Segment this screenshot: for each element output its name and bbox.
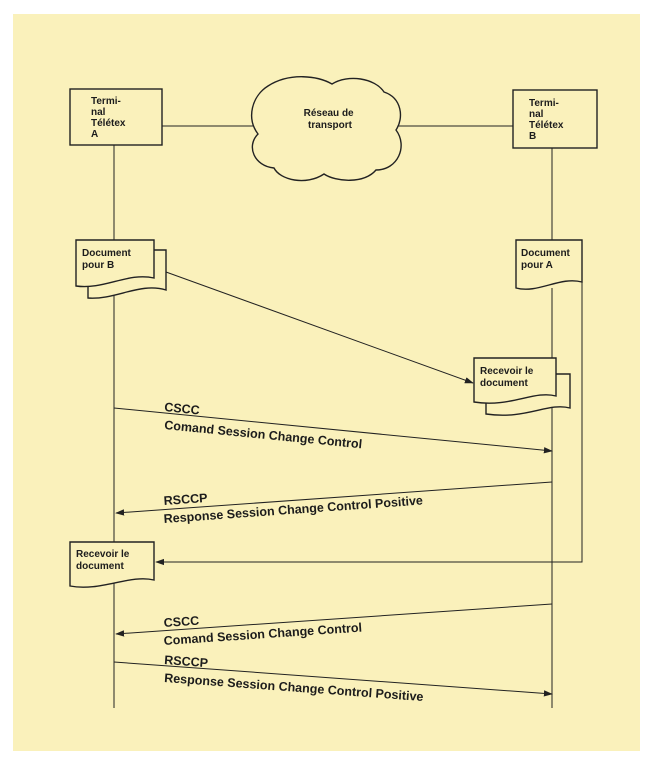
terminal-b-label: Termi- nal Télétex B: [529, 98, 566, 142]
message-4-code: RSCCP: [164, 653, 209, 670]
doc-return-line: [155, 276, 583, 566]
doc-for-a-label: Document pour A: [521, 248, 573, 271]
message-2-code: RSCCP: [163, 491, 208, 508]
receive-doc-b-label: Recevoir le document: [480, 366, 536, 389]
message-4-text: Response Session Change Control Positive: [164, 671, 424, 704]
terminal-b-box: [512, 89, 598, 149]
doc-for-b-front: [75, 239, 155, 288]
receive-doc-a: [69, 541, 155, 588]
message-2-arrow[interactable]: [115, 481, 553, 516]
message-3-code: CSCC: [163, 614, 199, 630]
receive-doc-b-front: [473, 357, 557, 404]
terminal-a-label: Termi- nal Télétex A: [91, 96, 128, 140]
message-4-arrow[interactable]: [113, 661, 553, 697]
network-cloud: [250, 76, 402, 182]
network-label: Réseau de transport: [304, 108, 357, 131]
receive-doc-a-label: Recevoir le document: [76, 549, 132, 572]
message-1-code: CSCC: [164, 400, 201, 417]
terminal-a-box: [69, 88, 163, 146]
message-3-arrow[interactable]: [115, 603, 553, 637]
doc-for-b-label: Document pour B: [82, 248, 134, 271]
doc-transfer-arrow: [165, 271, 474, 384]
message-1-arrow[interactable]: [113, 407, 553, 454]
